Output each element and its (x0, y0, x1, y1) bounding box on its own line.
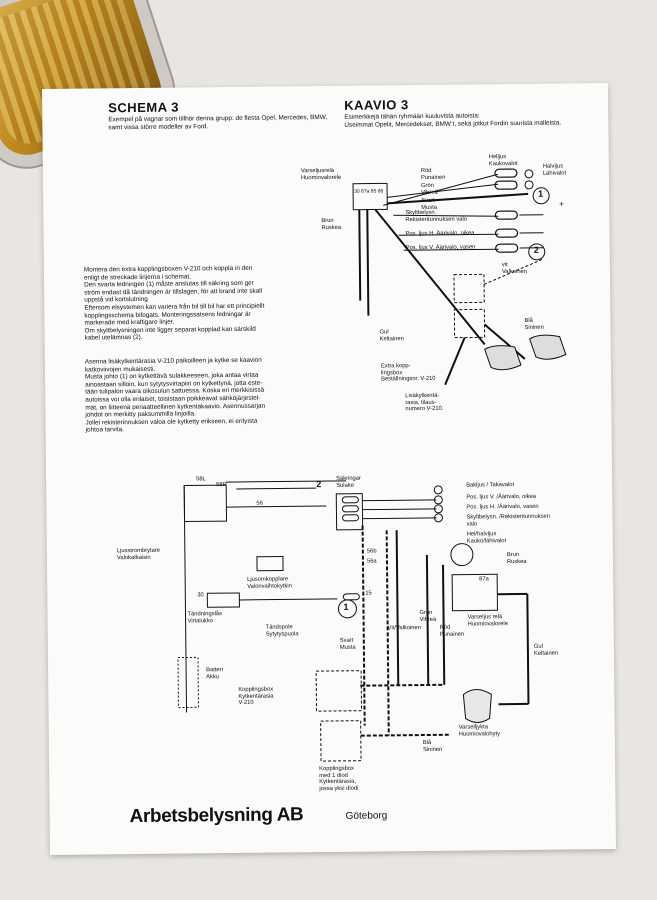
top-pos-right-label: Pos. ljus H. Äärivalo, oikea (405, 230, 475, 238)
top-plus-sign: + (559, 199, 564, 209)
bottom-coil-label: Tändspole Sytytyspuola (265, 624, 299, 638)
bottom-terminal-58R: 58R (216, 482, 227, 489)
bottom-marker-1: 1 (343, 601, 349, 612)
ignition-lock (206, 592, 240, 608)
top-marker-2: 2 (533, 244, 539, 255)
bottom-relay-label: Varseljus relä Huomiovalorele (467, 614, 508, 628)
bottom-pos-left-label: Pos. ljus H. /Äärivalo, vasen (466, 503, 539, 511)
bottom-terminal-87a: 87a (479, 576, 489, 583)
top-marker-1: 1 (538, 188, 544, 199)
battery (177, 656, 199, 709)
bottom-tail-label: Bakljus / Takavalot (466, 482, 515, 489)
bottom-green-label: Grön Vihreä (419, 609, 437, 623)
coupling-box (315, 670, 363, 712)
top-lowbeam-label: Halvljus Lähivalot (542, 163, 567, 177)
dimmer-switch (256, 555, 284, 572)
top-highbeam-label: Helljus Kaukovalot (488, 154, 518, 167)
headlamp (450, 543, 474, 567)
bottom-beam-label: Hel/halvljus Kauko/lähivalot (466, 531, 507, 545)
bottom-switch-label: Ljusstrombrytare Valokatkaisin (116, 547, 161, 561)
bottom-terminal-58L: 58L (196, 476, 206, 483)
bottom-box-label: Kopplingsbox Kytkentärasia V-210 (238, 686, 274, 707)
bottom-black-label: Svart Musta (339, 637, 356, 651)
top-box-fi-label: Lisäkytkentä- rasia, tilaus- numero V-21… (405, 392, 444, 413)
bottom-terminal-15: 15 (365, 590, 372, 597)
bottom-marker-2: 2 (316, 479, 322, 490)
top-white-label: vit Valkoinen (501, 262, 528, 275)
bottom-brown-label: Brun Ruskea (506, 552, 527, 565)
bottom-red-label: Röd Punainen (439, 624, 465, 638)
bottom-spot-label: Varselljykta Huomiovalohyty (458, 724, 501, 738)
bottom-diagram (177, 480, 530, 762)
top-yellow-label: Gul Keltainen (379, 329, 404, 343)
bottom-terminal-56a: 56a (366, 558, 377, 565)
fuse-block (335, 493, 364, 531)
company-name: Arbetsbelysning AB (129, 804, 304, 828)
bottom-ignition-label: Tändningslås Virtalukko (187, 611, 223, 625)
bottom-yellow-label: Gul Keltainen (533, 643, 559, 657)
bottom-diodebox-label: Kopplingsbox med 1 diod Kytkentärasia, j… (319, 765, 359, 792)
top-brown-label: Brun Ruskea (321, 217, 342, 231)
instruction-sheet: SCHEMA 3 Exempel på vagnar som tillhör d… (42, 83, 616, 855)
wiring-diagrams (177, 168, 567, 762)
top-relay-label: Varseljusrelä Huomiovalorele (300, 167, 342, 181)
bottom-plate-label: Skyltbelysn. /Rekisteritunnuksen valo (466, 513, 550, 528)
top-diagram (352, 168, 567, 386)
top-pos-left-label: Pos. ljus V. Äärivalo, vasen (405, 244, 476, 252)
top-relay-pins: 30 87a 85 86 (354, 188, 384, 195)
top-green-label: Grön Vihreä (421, 182, 438, 196)
top-box-label: Extra kopp- lingsbox Beställningsnr. V-2… (380, 363, 436, 383)
top-blue-label: Blå Sininen (524, 317, 544, 331)
bottom-fuses-label: Säkringar Sulake (336, 475, 361, 489)
light-switch (183, 484, 228, 523)
company-city: Göteborg (345, 810, 388, 822)
bottom-pos-right-label: Pos. ljus V. /Äärivalo, oikea (466, 493, 537, 501)
top-red-label: Röd Punainen (420, 167, 446, 181)
diode-box (320, 720, 362, 762)
bottom-terminal-56: 56 (256, 500, 263, 507)
bottom-dimmer-label: Ljusomkopplare Valonvaihtokytkin (247, 576, 292, 590)
relay-box (352, 182, 388, 211)
bottom-blue-label: Blå Sininen (422, 739, 443, 753)
top-plate-label: Skyltbelysn. Rekisteritunnuksen valo (405, 209, 467, 223)
relay (451, 573, 498, 612)
bottom-battery-label: Batteri Akku (206, 667, 223, 680)
bottom-terminal-56b: 56b (366, 548, 377, 555)
bottom-terminal-30: 30 (197, 592, 204, 599)
